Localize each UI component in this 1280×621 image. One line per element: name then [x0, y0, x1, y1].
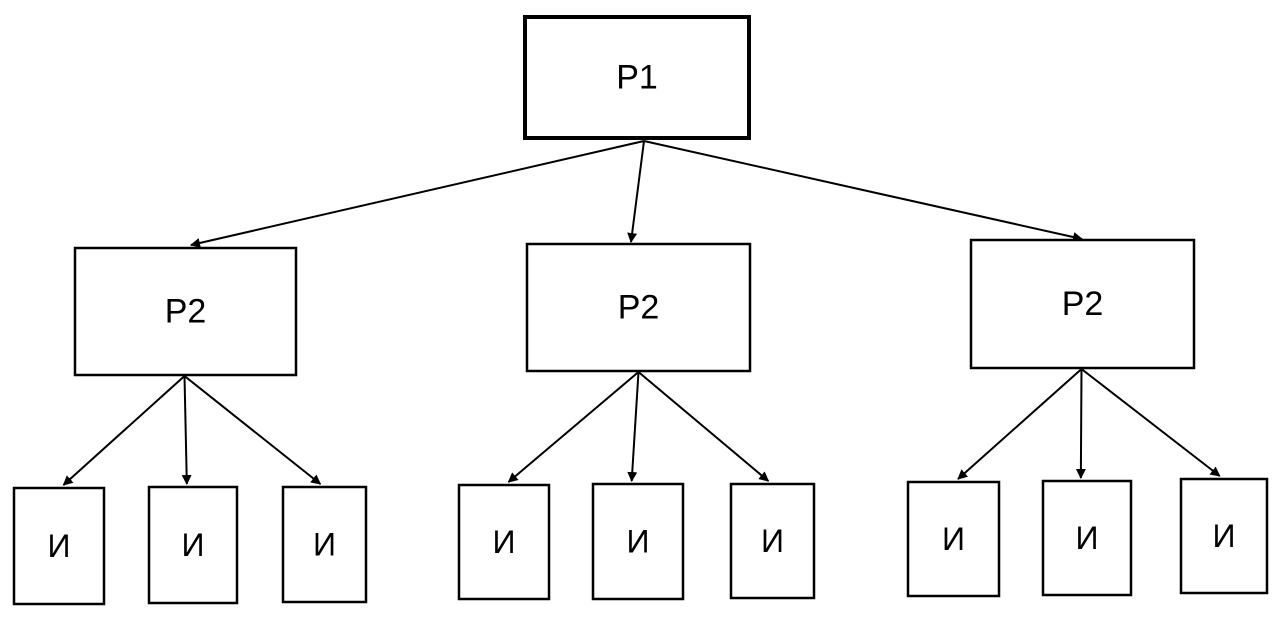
p2-node-1-box	[73, 246, 298, 377]
leaf-node-2-1-box	[457, 483, 551, 601]
leaf-node-1-1-label: И	[48, 528, 71, 564]
leaf-node-2-2-box	[591, 482, 685, 601]
arrow-p2-1-to-leaf-3	[183, 375, 322, 485]
p2-node-1-label: P2	[165, 293, 207, 331]
leaf-node-2-2: И	[591, 482, 685, 601]
leaf-node-2-3-box	[729, 482, 816, 600]
arrow-p2-2-to-leaf-2	[627, 371, 640, 482]
p2-node-2: P2	[525, 242, 752, 373]
edges-layer	[62, 140, 1221, 486]
leaf-node-1-2-label: И	[182, 527, 205, 563]
leaf-node-3-1: И	[906, 480, 1001, 598]
arrow-root-to-p2-3	[643, 140, 1083, 242]
leaf-node-3-2-label: И	[1076, 520, 1099, 556]
leaf-node-1-2-box	[147, 485, 239, 605]
leaf-node-1-3: И	[281, 485, 368, 604]
leaf-node-2-3-label: И	[761, 523, 784, 559]
p2-node-1: P2	[73, 246, 298, 377]
leaf-node-3-3-label: И	[1213, 518, 1236, 554]
leaf-node-2-3: И	[729, 482, 816, 600]
leaf-node-2-1: И	[457, 483, 551, 601]
leaf-node-3-2-box	[1041, 479, 1133, 597]
p2-node-3-label: P2	[1062, 285, 1104, 323]
arrow-root-to-p2-1	[190, 140, 645, 248]
leaf-node-3-1-label: И	[942, 521, 965, 557]
p2-node-2-box	[525, 242, 752, 373]
root-node-label: P1	[616, 59, 658, 97]
leaf-node-2-1-label: И	[493, 524, 516, 560]
leaf-node-2-2-label: И	[627, 524, 650, 560]
leaf-node-1-1: И	[12, 486, 106, 606]
leaf-node-1-1-box	[12, 486, 106, 606]
arrow-p2-3-to-leaf-1	[957, 368, 1083, 480]
p2-node-2-label: P2	[618, 289, 660, 327]
leaf-node-1-2: И	[147, 485, 239, 605]
leaf-node-3-2: И	[1041, 479, 1133, 597]
leaf-node-3-3-box	[1179, 477, 1269, 595]
arrow-p2-3-to-leaf-2	[1075, 368, 1086, 479]
leaf-node-3-1-box	[906, 480, 1001, 598]
p2-node-3: P2	[969, 238, 1196, 370]
p2-node-3-box	[969, 238, 1196, 370]
leaf-node-1-3-box	[281, 485, 368, 604]
leaf-node-3-3: И	[1179, 477, 1269, 595]
root-node-box	[523, 15, 751, 140]
arrow-p2-2-to-leaf-1	[507, 371, 640, 483]
arrow-root-to-p2-2	[627, 140, 645, 243]
arrow-p2-3-to-leaf-3	[1080, 368, 1221, 477]
arrow-p2-1-to-leaf-1	[62, 375, 186, 486]
arrow-p2-1-to-leaf-2	[181, 375, 192, 485]
leaf-node-1-3-label: И	[313, 527, 336, 563]
arrow-p2-2-to-leaf-3	[637, 371, 770, 482]
root-node: P1	[523, 15, 751, 140]
